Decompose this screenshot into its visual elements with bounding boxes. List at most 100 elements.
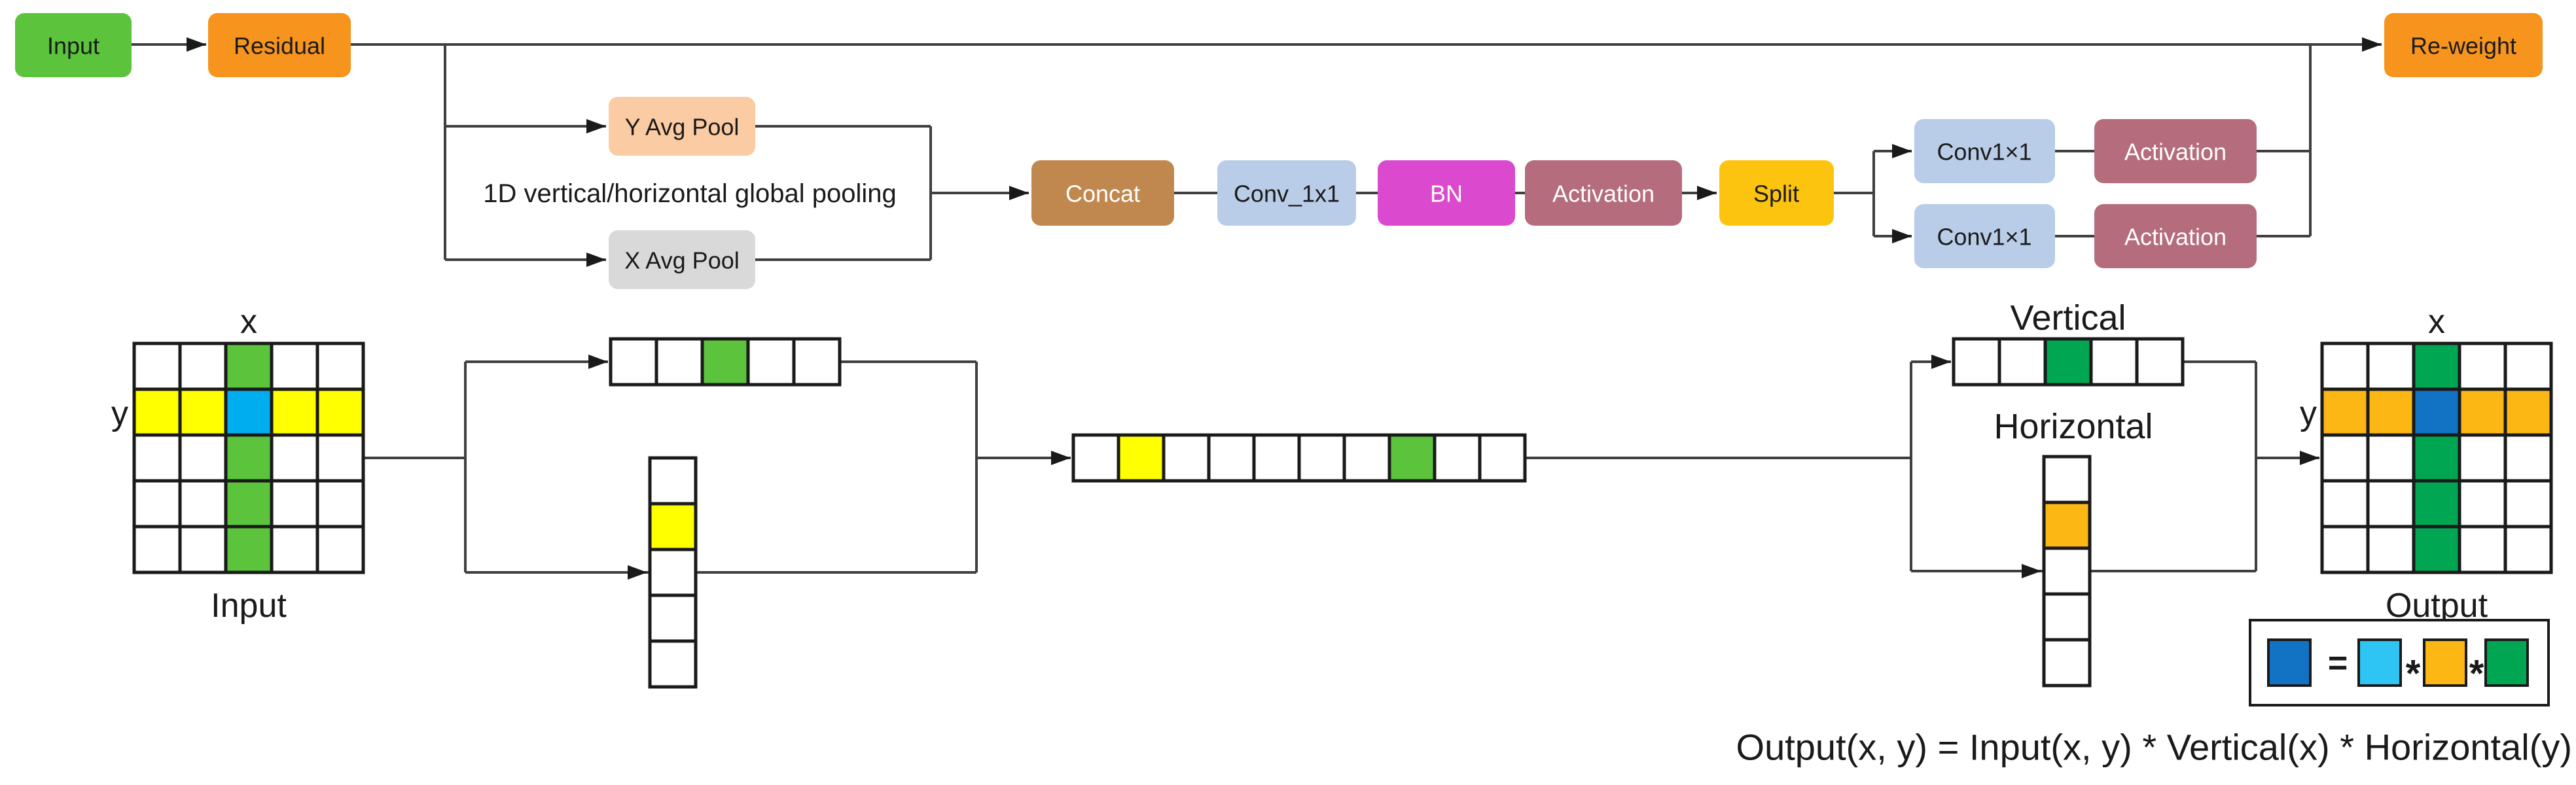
grid-cell bbox=[2042, 592, 2092, 642]
grid-cell bbox=[132, 433, 182, 483]
conv-1x1-node bbox=[1217, 160, 1356, 226]
grid-cell bbox=[315, 433, 365, 483]
top-flow-connectors bbox=[132, 37, 2382, 267]
input-node bbox=[15, 13, 132, 77]
grid-cell bbox=[178, 433, 228, 483]
input-node-label: Input bbox=[47, 33, 99, 60]
grid-cell bbox=[2043, 337, 2093, 387]
grid-cell bbox=[2458, 433, 2507, 483]
residual-node-label: Residual bbox=[234, 33, 325, 60]
grid-cell bbox=[224, 479, 274, 529]
residual-node bbox=[208, 13, 351, 77]
grid-cell bbox=[132, 525, 182, 574]
bn-label: BN bbox=[1430, 181, 1463, 207]
grid-cell bbox=[648, 548, 698, 597]
legend-equals: = bbox=[2328, 644, 2348, 682]
grid-cell bbox=[2412, 387, 2461, 437]
output-formula: Output(x, y) = Input(x, y) * Vertical(x)… bbox=[1736, 727, 2572, 768]
conv1x1-top-label: Conv1×1 bbox=[1937, 139, 2031, 166]
pooled-col-grid bbox=[648, 456, 698, 689]
grid-cell bbox=[315, 387, 365, 437]
grid-cell bbox=[270, 479, 319, 529]
grid-cell bbox=[2412, 341, 2461, 391]
input-grid-y-label: y bbox=[111, 394, 128, 432]
legend-input-cyan-swatch bbox=[2357, 638, 2402, 687]
horizontal-weights-label: Horizontal bbox=[1994, 407, 2153, 446]
activation-label: Activation bbox=[1552, 181, 1655, 207]
pooling-note-label: 1D vertical/horizontal global pooling bbox=[483, 179, 896, 208]
grid-cell bbox=[2320, 387, 2370, 437]
legend: = * * bbox=[2249, 619, 2550, 706]
grid-cell bbox=[1252, 433, 1301, 483]
concat-label: Concat bbox=[1065, 181, 1140, 207]
activation-node bbox=[1525, 160, 1682, 226]
grid-cell bbox=[2366, 341, 2416, 391]
input-grid bbox=[132, 341, 365, 574]
grid-cell bbox=[746, 337, 796, 387]
grid-cell bbox=[178, 341, 228, 391]
grid-cell bbox=[2412, 525, 2461, 574]
grid-cell bbox=[2458, 341, 2507, 391]
activation-bottom-node bbox=[2094, 204, 2257, 268]
grid-cell bbox=[2503, 341, 2553, 391]
grid-cell bbox=[1952, 337, 2001, 387]
grid-cell bbox=[2089, 337, 2139, 387]
grid-cell bbox=[2320, 525, 2370, 574]
grid-cell bbox=[132, 341, 182, 391]
grid-cell bbox=[1117, 433, 1166, 483]
grid-cell bbox=[224, 387, 274, 437]
input-grid-x-label: x bbox=[240, 303, 257, 341]
grid-cell bbox=[2042, 638, 2092, 688]
grid-cell bbox=[2503, 387, 2553, 437]
split-node bbox=[1719, 160, 1834, 226]
grid-cell bbox=[178, 525, 228, 574]
output-grid bbox=[2320, 341, 2553, 574]
grid-cell bbox=[270, 387, 319, 437]
split-label: Split bbox=[1753, 181, 1799, 207]
conv1x1-bottom-node bbox=[1914, 204, 2055, 268]
vertical-weights-label: Vertical bbox=[2010, 298, 2126, 338]
output-grid-y-label: y bbox=[2300, 394, 2317, 432]
output-grid-x-label: x bbox=[2428, 303, 2445, 341]
x-avg-pool-label: X Avg Pool bbox=[624, 247, 739, 274]
grid-cell bbox=[2458, 479, 2507, 529]
grid-cell bbox=[224, 433, 274, 483]
reweight-label: Re-weight bbox=[2410, 33, 2516, 60]
bottom-flow-connectors bbox=[363, 355, 2319, 580]
grid-cell bbox=[2042, 546, 2092, 596]
grid-cell bbox=[648, 593, 698, 643]
y-avg-pool-label: Y Avg Pool bbox=[625, 114, 740, 141]
grid-cell bbox=[2042, 455, 2092, 504]
grid-cell bbox=[270, 433, 319, 483]
grid-cell bbox=[609, 337, 658, 387]
vertical-weights-grid bbox=[1952, 337, 2185, 387]
pooled-row-grid bbox=[609, 337, 842, 387]
grid-cell bbox=[1433, 433, 1482, 483]
grid-cell bbox=[2503, 433, 2553, 483]
conv-1x1-label: Conv_1x1 bbox=[1234, 181, 1340, 207]
grid-cell bbox=[2320, 341, 2370, 391]
grid-cell bbox=[224, 341, 274, 391]
activation-bottom-label: Activation bbox=[2124, 224, 2227, 251]
grid-cell bbox=[2458, 387, 2507, 437]
grid-cell bbox=[2503, 525, 2553, 574]
grid-cell bbox=[2412, 479, 2461, 529]
grid-cell bbox=[132, 479, 182, 529]
bn-node bbox=[1378, 160, 1515, 226]
legend-times-2: * bbox=[2469, 653, 2484, 695]
grid-cell bbox=[792, 337, 842, 387]
grid-cell bbox=[2503, 479, 2553, 529]
legend-times-1: * bbox=[2406, 653, 2421, 695]
output-grid-caption: Output bbox=[2386, 587, 2488, 625]
conv1x1-top-node bbox=[1914, 119, 2055, 183]
grid-cell bbox=[315, 479, 365, 529]
grid-cell bbox=[1071, 433, 1120, 483]
grid-cell bbox=[224, 525, 274, 574]
grid-cell bbox=[2320, 479, 2370, 529]
grid-cell bbox=[315, 341, 365, 391]
grid-cell bbox=[648, 639, 698, 689]
activation-top-node bbox=[2094, 119, 2257, 183]
grid-cell bbox=[2366, 433, 2416, 483]
